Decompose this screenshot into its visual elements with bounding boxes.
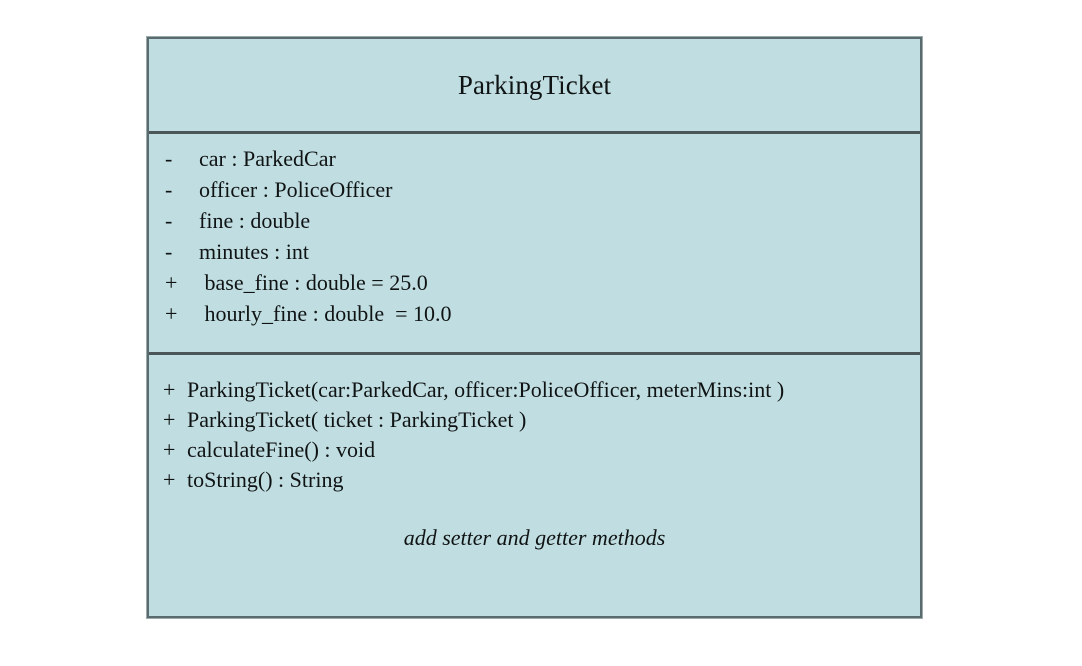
operation-signature: calculateFine() : void — [187, 437, 376, 462]
operation-signature: ParkingTicket(car:ParkedCar, officer:Pol… — [187, 377, 785, 402]
attribute-signature: hourly_fine : double = 10.0 — [199, 301, 452, 326]
visibility-marker: + — [165, 301, 178, 326]
operation-row: + ParkingTicket( ticket : ParkingTicket … — [149, 407, 920, 437]
class-note: add setter and getter methods — [403, 525, 666, 550]
visibility-marker: - — [165, 146, 173, 171]
class-name: ParkingTicket — [457, 69, 612, 100]
uml-class-box: ParkingTicket - car : ParkedCar - office… — [147, 37, 922, 618]
attribute-signature: officer : PoliceOfficer — [199, 177, 393, 202]
operation-row: + ParkingTicket(car:ParkedCar, officer:P… — [149, 377, 920, 407]
visibility-marker: - — [165, 208, 173, 233]
operation-row: + toString() : String — [149, 467, 920, 497]
operation-signature: ParkingTicket( ticket : ParkingTicket ) — [187, 407, 527, 432]
visibility-marker: + — [163, 467, 176, 492]
class-operations-compartment: + ParkingTicket(car:ParkedCar, officer:P… — [149, 355, 920, 551]
operation-signature: toString() : String — [187, 467, 344, 492]
attribute-signature: fine : double — [199, 208, 311, 233]
visibility-marker: - — [165, 239, 173, 264]
class-name-compartment: ParkingTicket — [149, 39, 920, 134]
attribute-row: + base_fine : double = 25.0 — [149, 270, 920, 301]
visibility-marker: + — [163, 407, 176, 432]
attribute-signature: base_fine : double = 25.0 — [199, 270, 428, 295]
visibility-marker: + — [163, 377, 176, 402]
class-attributes-compartment: - car : ParkedCar - officer : PoliceOffi… — [149, 134, 920, 355]
attribute-row: - fine : double — [149, 208, 920, 239]
attribute-signature: car : ParkedCar — [199, 146, 336, 171]
attribute-row: - minutes : int — [149, 239, 920, 270]
visibility-marker: + — [163, 437, 176, 462]
visibility-marker: - — [165, 177, 173, 202]
attribute-row: + hourly_fine : double = 10.0 — [149, 301, 920, 332]
visibility-marker: + — [165, 270, 178, 295]
attribute-row: - officer : PoliceOfficer — [149, 177, 920, 208]
attribute-row: - car : ParkedCar — [149, 146, 920, 177]
operation-row: + calculateFine() : void — [149, 437, 920, 467]
attribute-signature: minutes : int — [199, 239, 309, 264]
